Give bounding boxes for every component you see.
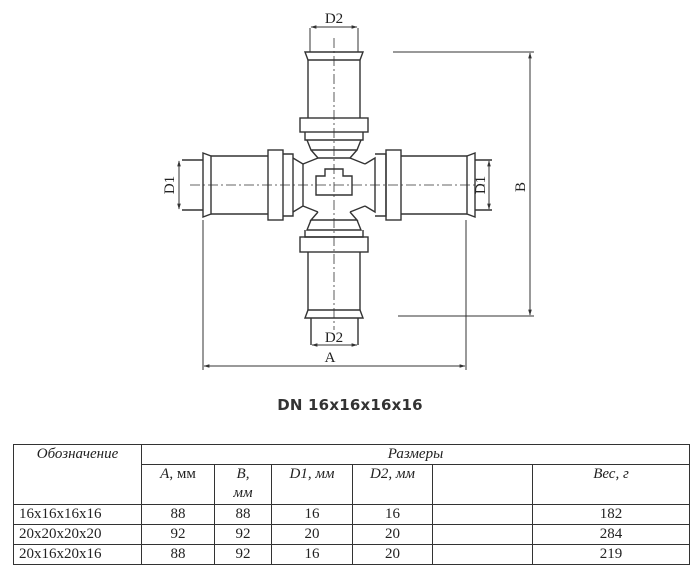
header-empty xyxy=(432,464,533,505)
header-dimensions: Размеры xyxy=(140,444,691,465)
cell-designation: 20x20x20x20 xyxy=(13,524,142,545)
bottom-branch xyxy=(299,211,369,345)
right-branch xyxy=(364,149,492,221)
table-row: 16x16x16x16 88 88 16 16 182 xyxy=(13,504,691,525)
cross-fitting-drawing: D2 D2 A D1 D1 B xyxy=(162,11,534,370)
cell-d2: 20 xyxy=(352,524,433,545)
d1-right-label: D1 xyxy=(473,176,489,194)
top-branch xyxy=(299,51,369,159)
cell-d1: 20 xyxy=(271,524,353,545)
a-label: A xyxy=(325,350,336,366)
left-branch xyxy=(182,149,304,221)
center-body xyxy=(302,157,366,213)
cell-a: 88 xyxy=(141,544,215,565)
cell-weight: 284 xyxy=(531,524,691,545)
d2-top-label: D2 xyxy=(325,11,343,27)
header-a: A, мм xyxy=(141,464,215,505)
cell-designation: 20x16x20x16 xyxy=(13,544,142,565)
product-title: DN 16x16x16x16 xyxy=(277,396,423,414)
cell-a: 92 xyxy=(141,524,215,545)
cell-empty xyxy=(432,524,533,545)
cell-empty xyxy=(432,504,533,525)
d1-left-label: D1 xyxy=(162,176,178,194)
b-label: B xyxy=(513,182,529,192)
header-b: B,мм xyxy=(214,464,272,505)
cell-weight: 182 xyxy=(531,504,691,525)
dimension-lines xyxy=(177,25,534,370)
header-d1: D1, мм xyxy=(271,464,353,505)
cell-b: 88 xyxy=(214,504,272,525)
cell-d1: 16 xyxy=(271,504,353,525)
cell-weight: 219 xyxy=(531,544,691,565)
cell-b: 92 xyxy=(214,544,272,565)
cell-d2: 20 xyxy=(352,544,433,565)
cell-designation: 16x16x16x16 xyxy=(13,504,142,525)
header-designation: Обозначение xyxy=(13,444,142,505)
table-row: 20x20x20x20 92 92 20 20 284 xyxy=(13,524,691,545)
cell-b: 92 xyxy=(214,524,272,545)
center-lines xyxy=(190,38,485,330)
header-weight: Вес, г xyxy=(531,464,691,505)
d2-bottom-label: D2 xyxy=(325,330,343,346)
cell-d1: 16 xyxy=(271,544,353,565)
table-row: 20x16x20x16 88 92 16 20 219 xyxy=(13,544,691,565)
cell-empty xyxy=(432,544,533,565)
dimensions-table: Обозначение Размеры A, мм B,мм D1, мм D2… xyxy=(13,444,691,565)
cell-a: 88 xyxy=(141,504,215,525)
header-d2: D2, мм xyxy=(352,464,433,505)
cell-d2: 16 xyxy=(352,504,433,525)
